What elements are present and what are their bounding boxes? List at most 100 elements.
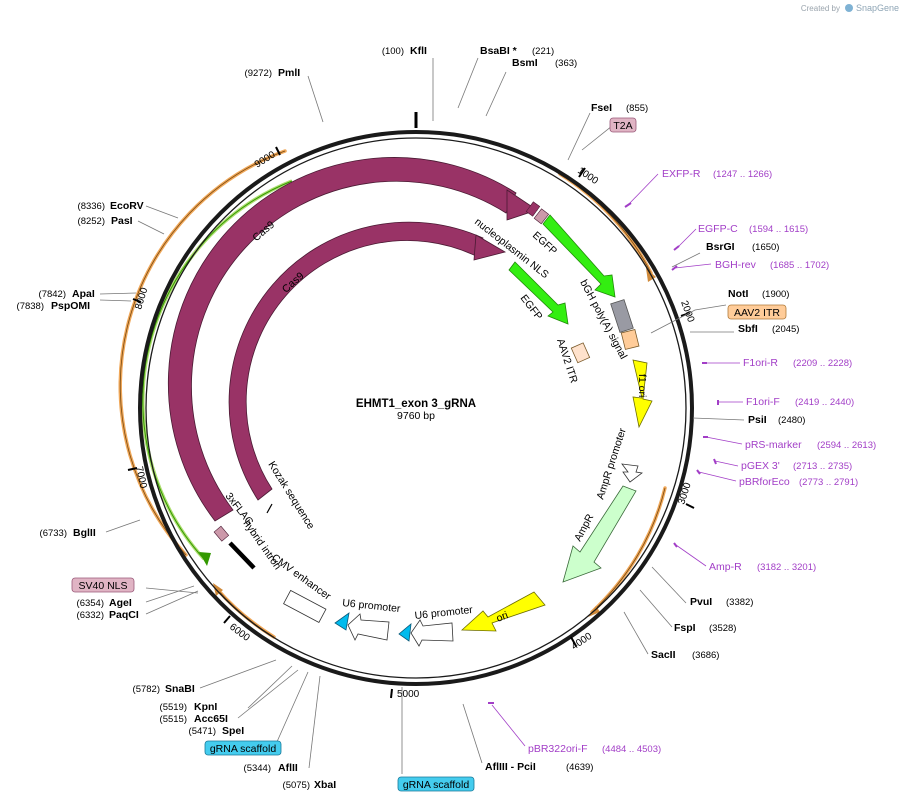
site-acc65i-pos: (5515)	[160, 714, 187, 725]
site-fsei-pos: (855)	[626, 103, 648, 114]
cmv-enhancer-feature	[283, 589, 327, 623]
primer-prs-marker-name: pRS-marker	[745, 439, 802, 451]
grna-scaffold-label-box-2	[397, 776, 475, 792]
grna-scaffold-label-2: gRNA scaffold	[403, 779, 470, 791]
grna-scaffold-label-1: gRNA scaffold	[210, 743, 277, 755]
site-bsrgi-pos: (1650)	[752, 242, 779, 253]
site-fsei-name: FseI	[591, 102, 612, 114]
primer-f1ori-r-range: (2209 .. 2228)	[793, 358, 852, 369]
grna-scaffold-feature-2	[334, 612, 350, 631]
site-pmli-pos: (9272)	[245, 68, 272, 79]
t2a-label-box	[609, 117, 637, 133]
feature-ori-label: ori	[495, 609, 510, 624]
f1-ori-feature	[632, 359, 653, 429]
tick-label-5000: 5000	[397, 689, 420, 700]
site-pmli-name: PmlI	[278, 67, 300, 79]
site-ecorv-pos: (8336)	[78, 201, 105, 212]
aav2-itr-feature-inner	[570, 342, 591, 364]
site-paqci-name: PaqCI	[109, 609, 139, 621]
site-apai-pos: (7842)	[39, 289, 66, 300]
site-sbfi-name: SbfI	[738, 323, 758, 335]
primer-f1ori-f-range: (2419 .. 2440)	[795, 397, 854, 408]
site-sacii-pos: (3686)	[692, 650, 719, 661]
sv40-nls-feature	[213, 525, 230, 542]
primer-egfp-c-range: (1594 .. 1615)	[749, 224, 808, 235]
hybrid-intron-feature	[228, 541, 256, 570]
site-pvui-name: PvuI	[690, 596, 712, 608]
site-pspompi-pos: (7838)	[17, 301, 44, 312]
site-sbfi-pos: (2045)	[772, 324, 799, 335]
primer-labels: EXFP-R (1247 .. 1266) EGFP-C (1594 .. 16…	[528, 168, 876, 755]
sv40-nls-label: SV40 NLS	[78, 580, 127, 592]
site-noti-name: NotI	[728, 288, 748, 300]
primer-f1ori-f-name: F1ori-F	[746, 396, 780, 408]
feature-f1-ori-label: f1 ori	[636, 374, 648, 397]
site-snabi-pos: (5782)	[133, 684, 160, 695]
site-bsrgi-name: BsrGI	[706, 241, 735, 253]
primer-amp-r-range: (3182 .. 3201)	[757, 562, 816, 573]
site-psii-name: PsiI	[748, 414, 767, 426]
site-agei-pos: (6354)	[77, 598, 104, 609]
plasmid-name: EHMT1_exon 3_gRNA	[356, 398, 476, 410]
site-agei-name: AgeI	[109, 597, 132, 609]
u6-promoter-feature-1	[410, 619, 454, 647]
site-bglii-pos: (6733)	[40, 528, 67, 539]
primer-amp-r-name: Amp-R	[709, 561, 742, 573]
plasmid-length: 9760 bp	[397, 410, 435, 422]
tick-label-9000: 9000	[253, 149, 278, 170]
site-noti-pos: (1900)	[762, 289, 789, 300]
credit-brand: SnapGene	[856, 3, 899, 13]
site-kfli-pos: (100)	[382, 46, 404, 57]
site-paqci-pos: (6332)	[77, 610, 104, 621]
snapgene-credit: Created by SnapGene	[801, 3, 899, 13]
primer-exfp-r-range: (1247 .. 1266)	[713, 169, 772, 180]
site-aflii-pos: (5344)	[244, 763, 271, 774]
site-xbai-pos: (5075)	[283, 780, 310, 791]
site-afliii-pcii-pos: (4639)	[566, 762, 593, 773]
site-kfli-name: KflI	[410, 45, 427, 57]
restriction-sites: (100) KflI BsaBI * (221) BsmI (363) FseI…	[17, 45, 806, 791]
primer-pbrforeco-range: (2773 .. 2791)	[799, 477, 858, 488]
orf-green-arc	[141, 179, 293, 566]
site-psii-pos: (2480)	[778, 415, 805, 426]
aav2-itr-label: AAV2 ITR	[734, 307, 780, 319]
site-acc65i-name: Acc65I	[194, 713, 228, 725]
site-ecorv-name: EcoRV	[110, 200, 144, 212]
primer-prs-marker-range: (2594 .. 2613)	[817, 440, 876, 451]
grna-scaffold-feature-1	[398, 623, 412, 642]
feature-kozak-label: Kozak sequence	[265, 459, 316, 531]
site-bsmi-name: BsmI	[512, 57, 538, 69]
tick-label-2000: 2000	[678, 299, 696, 324]
site-leader-lines	[99, 57, 745, 774]
ampr-promoter-feature	[621, 463, 643, 483]
u6-promoter-feature-2	[347, 613, 390, 641]
site-bsmi-pos: (363)	[555, 58, 577, 69]
site-aflii-name: AflII	[278, 762, 298, 774]
primer-bgh-rev-range: (1685 .. 1702)	[770, 260, 829, 271]
site-kpni-name: KpnI	[194, 701, 217, 713]
site-spei-pos: (5471)	[189, 726, 216, 737]
site-pasi-pos: (8252)	[78, 216, 105, 227]
site-pasi-name: PasI	[111, 215, 133, 227]
site-bsabi-name: BsaBI *	[480, 45, 518, 57]
cas9-feature-inner	[228, 221, 507, 501]
primer-exfp-r-name: EXFP-R	[662, 168, 701, 180]
primer-pbr322ori-f-name: pBR322ori-F	[528, 743, 588, 755]
site-bsabi-pos: (221)	[532, 46, 554, 57]
site-sacii-name: SacII	[651, 649, 676, 661]
site-bglii-name: BglII	[73, 527, 96, 539]
site-afliii-pcii-name: AflIII - PciI	[485, 761, 536, 773]
egfp-feature-inner	[508, 261, 569, 325]
grna-scaffold-label-box-1	[204, 740, 282, 756]
egfp-feature-outer	[542, 214, 616, 298]
site-xbai-name: XbaI	[314, 779, 336, 791]
t2a-label: T2A	[613, 120, 632, 132]
plasmid-backbone	[138, 130, 694, 686]
site-pspompi-name: PspOMI	[51, 300, 90, 312]
primer-pgex3-range: (2713 .. 2735)	[793, 461, 852, 472]
ampr-feature	[562, 485, 637, 583]
site-apai-name: ApaI	[72, 288, 95, 300]
site-snabi-name: SnaBI	[165, 683, 195, 695]
site-kpni-pos: (5519)	[160, 702, 187, 713]
